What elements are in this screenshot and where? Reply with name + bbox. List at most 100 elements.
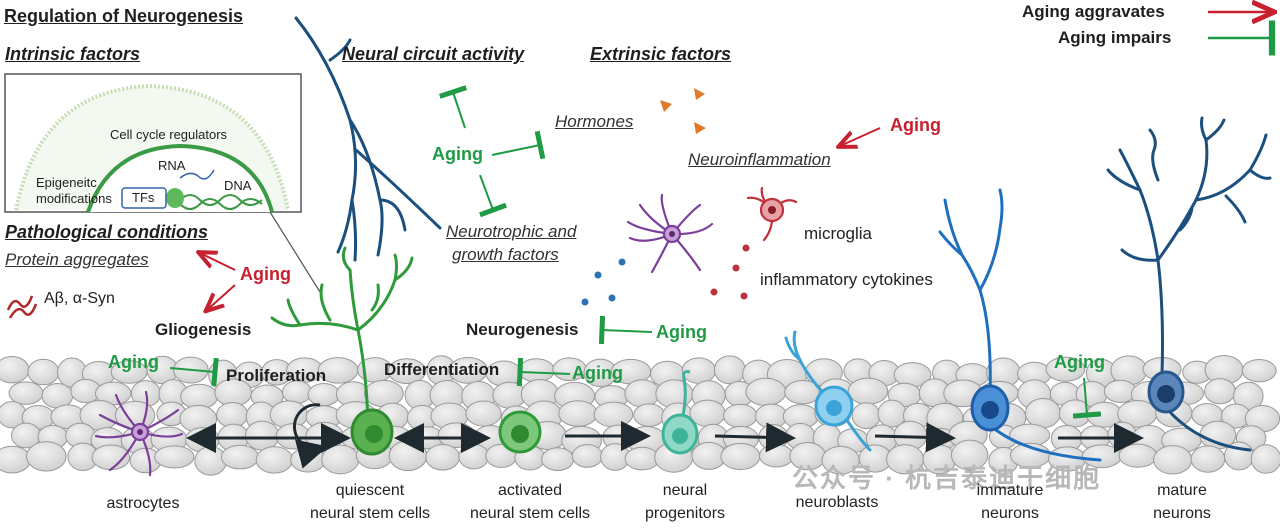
immature-neuron-cell bbox=[970, 384, 1010, 432]
tissue-cell bbox=[194, 446, 228, 476]
tissue-cell bbox=[255, 446, 294, 474]
factor-cytokines: inflammatory cytokines bbox=[760, 270, 933, 289]
tissue-cell bbox=[458, 443, 490, 470]
tissue-cell bbox=[713, 355, 746, 385]
tissue-cell bbox=[1190, 445, 1226, 473]
aging-pathological: Aging bbox=[240, 264, 291, 284]
nucleus-inset bbox=[4, 73, 321, 293]
label-activated-1: activated bbox=[497, 482, 563, 499]
tissue-cell bbox=[847, 377, 889, 405]
pathological-aging-arrows bbox=[200, 253, 236, 310]
inset-cell-cycle: Cell cycle regulators bbox=[110, 127, 228, 142]
aging-proliferation: Aging bbox=[108, 352, 159, 372]
cytokine-dots bbox=[710, 244, 750, 300]
legend-impairs: Aging impairs bbox=[1058, 28, 1172, 47]
aging-maturation: Aging bbox=[1054, 352, 1105, 372]
section-extrinsic: Extrinsic factors bbox=[590, 44, 732, 64]
tissue-cell bbox=[387, 358, 427, 385]
label-mature-2: neurons bbox=[1153, 505, 1211, 522]
tissue-cell bbox=[558, 400, 598, 427]
legend-aggravates: Aging aggravates bbox=[1022, 2, 1165, 21]
process-neurogenesis: Neurogenesis bbox=[466, 320, 579, 339]
inset-epigenetic-1: Epigeneitc bbox=[36, 175, 97, 190]
tissue-cell bbox=[27, 358, 60, 386]
tissue-cell bbox=[0, 445, 32, 474]
factor-hormones: Hormones bbox=[555, 112, 634, 131]
hormone-triangles bbox=[660, 88, 706, 134]
mature-neuron-dendrites bbox=[1106, 116, 1272, 452]
aging-differentiation: Aging bbox=[572, 363, 623, 383]
process-gliogenesis: Gliogenesis bbox=[155, 320, 252, 339]
tissue-cell bbox=[244, 420, 280, 451]
watermark: 公众号 · 杭吉泰迪干细胞 bbox=[792, 463, 1102, 493]
tissue-cell bbox=[624, 379, 661, 408]
microglia-icon bbox=[746, 186, 798, 242]
tissue-cell bbox=[518, 358, 555, 383]
process-proliferation: Proliferation bbox=[226, 366, 327, 385]
inset-epigenetic-2: modifications bbox=[36, 191, 112, 206]
label-activated-2: neural stem cells bbox=[469, 505, 591, 522]
tissue-cell bbox=[1045, 356, 1086, 382]
progenitor-cell bbox=[661, 413, 699, 455]
tissue-cell bbox=[1241, 358, 1277, 383]
mature-neuron-cell bbox=[1147, 370, 1185, 414]
tissue-cell bbox=[0, 355, 30, 384]
inset-rna: RNA bbox=[158, 158, 186, 173]
tissue-cell bbox=[950, 439, 989, 471]
label-immature-2: neurons bbox=[981, 505, 1039, 522]
tissue-cell bbox=[1118, 443, 1158, 468]
qnsc-cell bbox=[350, 408, 394, 456]
tissue-cell bbox=[221, 444, 260, 470]
label-quiescent-2: neural stem cells bbox=[309, 505, 431, 522]
tissue-cell bbox=[290, 447, 326, 473]
label-astrocytes: astrocytes bbox=[106, 495, 180, 512]
tissue-cell bbox=[321, 444, 360, 475]
factor-neuroinflammation: Neuroinflammation bbox=[688, 150, 831, 169]
tissue-cell bbox=[363, 379, 404, 408]
diagram-title: Regulation of Neurogenesis bbox=[4, 6, 244, 26]
process-aging-inhibitions bbox=[169, 315, 1102, 419]
label-mature-1: mature bbox=[1157, 482, 1207, 499]
aging-neurogenesis: Aging bbox=[656, 322, 707, 342]
tissue-cell bbox=[1024, 397, 1061, 429]
tissue-cell bbox=[1250, 444, 1280, 474]
circuit-neuron bbox=[294, 16, 442, 262]
tissue-cell bbox=[1204, 378, 1236, 405]
factor-neurotrophic-2: growth factors bbox=[452, 245, 559, 264]
tissue-cell bbox=[593, 401, 634, 428]
aging-to-inflammation-arrow bbox=[840, 127, 881, 146]
tissue-cell bbox=[307, 382, 341, 407]
label-quiescent-1: quiescent bbox=[335, 482, 405, 499]
tissue-cell bbox=[745, 377, 787, 407]
factor-protein-aggregates: Protein aggregates bbox=[5, 250, 149, 269]
section-pathological: Pathological conditions bbox=[5, 222, 209, 242]
process-differentiation: Differentiation bbox=[384, 360, 500, 379]
tissue-cell bbox=[216, 402, 249, 428]
factor-microglia: microglia bbox=[804, 224, 873, 243]
inset-dna: DNA bbox=[224, 178, 252, 193]
tissue-cell bbox=[541, 447, 575, 472]
neuroblast-cell bbox=[814, 385, 854, 427]
legend-arrows bbox=[1208, 12, 1272, 56]
tissue-cell bbox=[758, 443, 794, 468]
inset-tfs: TFs bbox=[132, 190, 155, 205]
tissue-cell bbox=[633, 403, 666, 427]
tissue-cell bbox=[154, 445, 195, 469]
tissue-cell bbox=[425, 444, 460, 471]
tissue-cell bbox=[723, 403, 758, 429]
circuit-aging-inhibitions bbox=[438, 85, 546, 218]
label-progenitors-1: neural bbox=[662, 482, 708, 499]
tissue-cell bbox=[1153, 445, 1193, 475]
tissue-cell bbox=[624, 446, 660, 471]
tissue-cell bbox=[465, 400, 502, 427]
astrocyte-top-icon bbox=[626, 193, 714, 274]
tissue-cell bbox=[720, 442, 761, 471]
radial-glia-tree bbox=[270, 246, 414, 422]
growth-factor-dots bbox=[581, 258, 626, 306]
label-neuroblasts: neuroblasts bbox=[795, 494, 879, 511]
tissue-cell bbox=[41, 383, 74, 409]
astrocyte-icon bbox=[94, 390, 184, 477]
protein-aggregate-icon bbox=[6, 295, 38, 319]
